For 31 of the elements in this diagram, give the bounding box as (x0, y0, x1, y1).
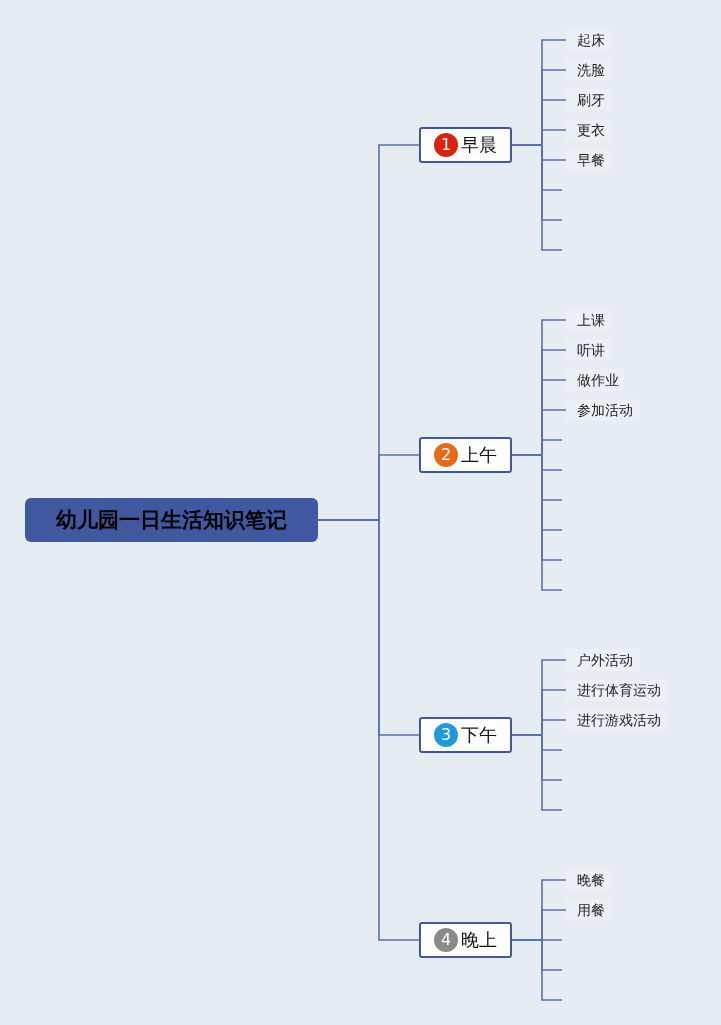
subtopic-label: 听讲 (566, 339, 611, 361)
topic-label: 早晨 (461, 133, 497, 157)
topic-label: 上午 (461, 443, 497, 467)
connector-line (511, 939, 563, 1001)
number-badge: 1 (434, 133, 458, 157)
subtopic-label: 参加活动 (566, 399, 639, 421)
topic-box (419, 127, 512, 163)
subtopic-label: 户外活动 (566, 649, 639, 671)
subtopic-label: 刷牙 (566, 89, 611, 111)
number-badge: 2 (434, 443, 458, 467)
number-badge: 3 (434, 723, 458, 747)
subtopic-label: 洗脸 (566, 59, 611, 81)
topic-box (419, 717, 512, 753)
central-topic: 幼儿园一日生活知识笔记 (25, 498, 318, 542)
connector-line (511, 454, 563, 591)
subtopic-label: 用餐 (566, 899, 611, 921)
subtopic-label: 进行游戏活动 (566, 709, 667, 731)
subtopic-label: 做作业 (566, 369, 625, 391)
topic-label: 晚上 (461, 928, 497, 952)
topic-box (419, 922, 512, 958)
topic-label: 下午 (461, 723, 497, 747)
subtopic-label: 进行体育运动 (566, 679, 667, 701)
subtopic-label: 晚餐 (566, 869, 611, 891)
connector-line (511, 144, 563, 251)
subtopic-label: 上课 (566, 309, 611, 331)
subtopic-label: 早餐 (566, 149, 611, 171)
connector-line (511, 734, 563, 811)
subtopic-label: 更衣 (566, 119, 611, 141)
subtopic-label: 起床 (566, 29, 611, 51)
topic-box (419, 437, 512, 473)
number-badge: 4 (434, 928, 458, 952)
